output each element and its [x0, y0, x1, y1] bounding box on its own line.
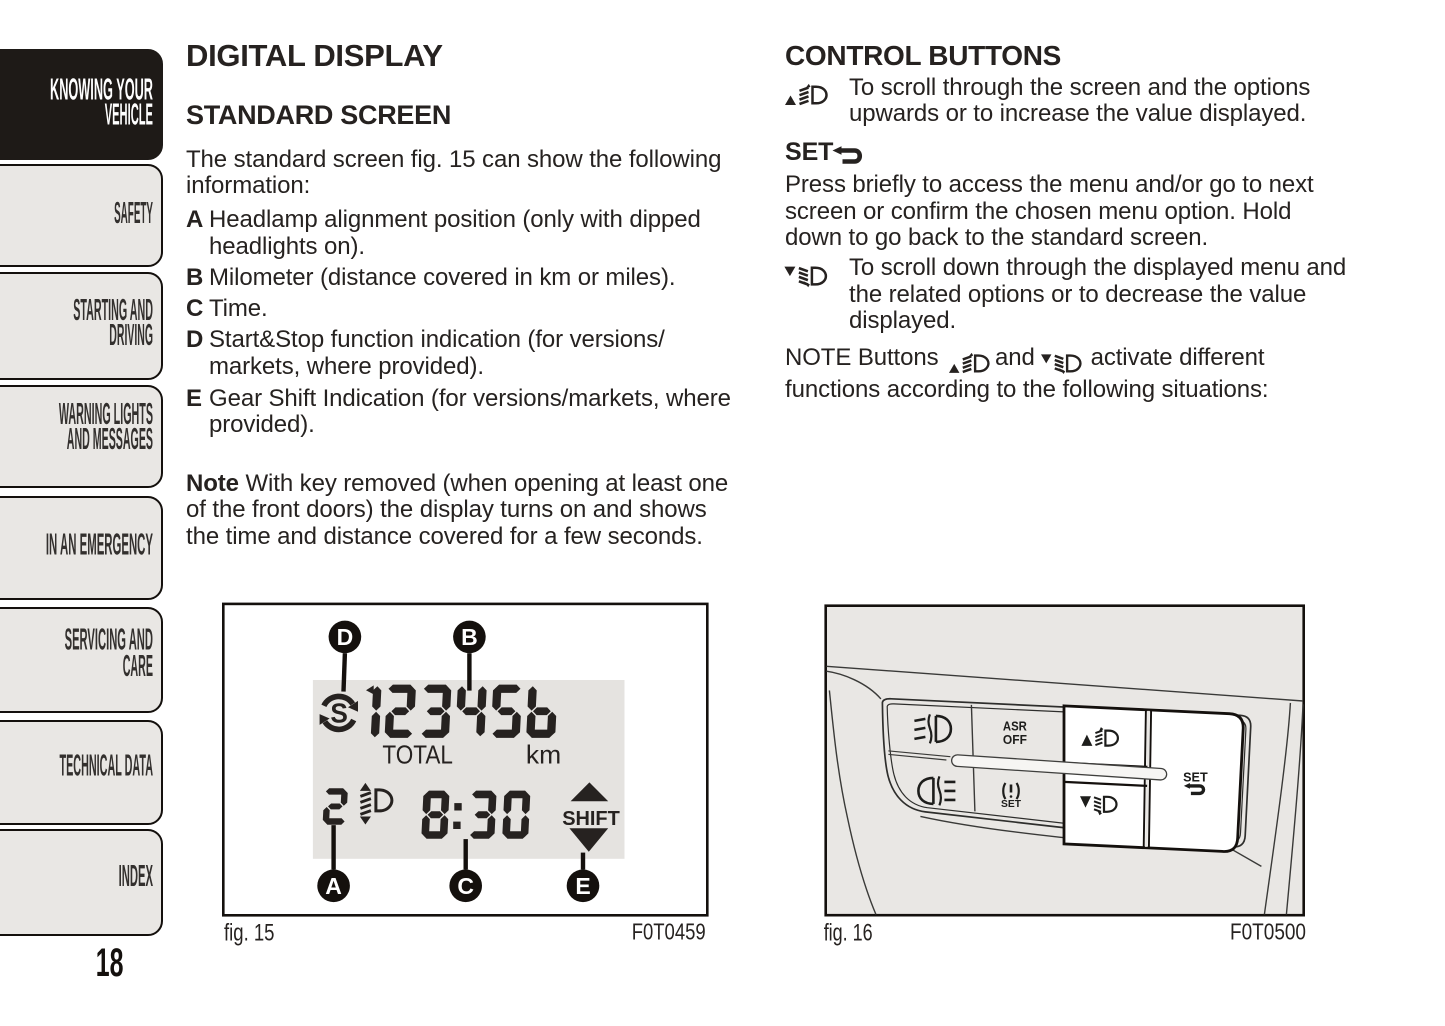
- svg-text:A: A: [325, 873, 342, 899]
- svg-text:KNOWING YOUR: KNOWING YOUR: [50, 71, 153, 106]
- svg-text:WARNING LIGHTS: WARNING LIGHTS: [59, 396, 153, 431]
- svg-text:SET: SET: [1183, 769, 1208, 784]
- svg-text:B: B: [461, 624, 478, 650]
- svg-text:AND MESSAGES: AND MESSAGES: [67, 421, 153, 456]
- svg-text:S: S: [330, 698, 348, 729]
- svg-text:fig. 15: fig. 15: [224, 920, 275, 947]
- svg-text:km: km: [526, 740, 561, 770]
- svg-text:VEHICLE: VEHICLE: [105, 97, 153, 132]
- svg-text:D: D: [337, 624, 354, 650]
- svg-text:TECHNICAL DATA: TECHNICAL DATA: [60, 748, 154, 783]
- svg-text:TOTAL: TOTAL: [382, 740, 453, 770]
- svg-text:SHIFT: SHIFT: [562, 808, 620, 830]
- svg-text:DRIVING: DRIVING: [109, 317, 153, 352]
- svg-text:fig. 16: fig. 16: [824, 920, 873, 947]
- svg-text:SET: SET: [1001, 798, 1022, 810]
- svg-text:E: E: [575, 873, 590, 899]
- svg-text:OFF: OFF: [1003, 733, 1027, 747]
- svg-text:STARTING AND: STARTING AND: [73, 292, 153, 327]
- svg-text:C: C: [457, 873, 474, 899]
- svg-text:INDEX: INDEX: [119, 858, 154, 893]
- svg-text:CARE: CARE: [123, 648, 153, 683]
- svg-text:IN AN EMERGENCY: IN AN EMERGENCY: [46, 527, 153, 562]
- svg-text:SAFETY: SAFETY: [114, 195, 153, 230]
- svg-text:F0T0500: F0T0500: [1230, 919, 1306, 945]
- svg-text:F0T0459: F0T0459: [632, 919, 706, 945]
- svg-text:18: 18: [96, 941, 124, 985]
- svg-text:ASR: ASR: [1003, 720, 1027, 734]
- svg-text:SERVICING AND: SERVICING AND: [65, 621, 153, 656]
